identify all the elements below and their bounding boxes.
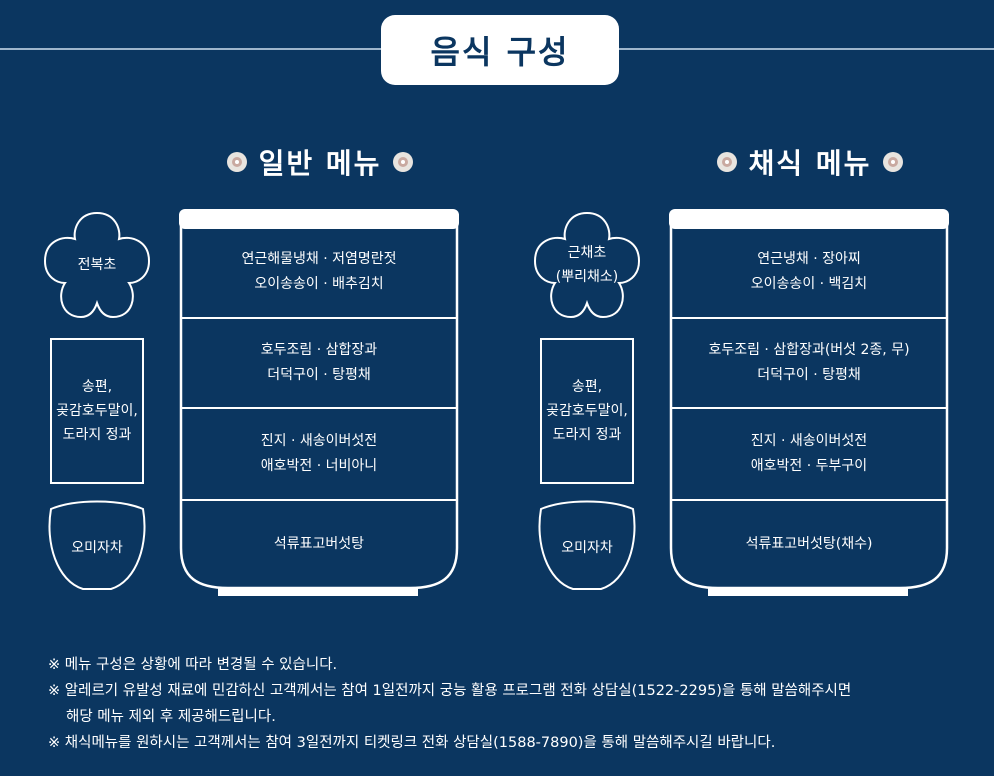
vegetarian-bowl-outline — [669, 209, 949, 596]
menu-line: 호두조림 · 삼합장과(버섯 2종, 무) — [708, 342, 910, 358]
vegetarian-box-line: 도라지 정과 — [552, 427, 622, 443]
menu-line: 석류표고버섯탕 — [273, 535, 365, 552]
vegetarian-menu-heading: 채식 메뉴 — [670, 140, 950, 184]
general-cup-item: 오미자차 — [45, 505, 149, 591]
general-box-item: 송편, 곶감호두말이, 도라지 정과 — [50, 338, 144, 484]
menu-line: 애호박전 · 두부구이 — [750, 458, 868, 474]
flower-icon — [393, 152, 414, 172]
vegetarian-tier-3: 진지 · 새송이버섯전 애호박전 · 두부구이 — [671, 408, 947, 500]
menu-line: 호두조림 · 삼합장과 — [260, 342, 378, 358]
notice-item: ※ 채식메뉴를 원하시는 고객께서는 참여 3일전까지 티켓링크 전화 상담실(… — [48, 735, 776, 751]
general-box-line: 송편, — [81, 379, 113, 395]
notice-list: ※ 메뉴 구성은 상황에 따라 변경될 수 있습니다. ※ 알레르기 유발성 재… — [48, 652, 948, 756]
vegetarian-box-item: 송편, 곶감호두말이, 도라지 정과 — [540, 338, 634, 484]
menu-line: 연근냉채 · 장아찌 — [757, 251, 861, 267]
vegetarian-cup-item: 오미자차 — [535, 505, 639, 591]
general-box-line: 곶감호두말이, — [56, 403, 138, 419]
general-tier-2: 호두조림 · 삼합장과 더덕구이 · 탕평채 — [181, 318, 457, 408]
flower-plate-icon — [533, 211, 641, 319]
vegetarian-box-line: 송편, — [571, 379, 603, 395]
flower-plate-icon — [43, 211, 151, 319]
title-badge: 음식 구성 — [381, 15, 619, 85]
menu-line: 더덕구이 · 탕평채 — [267, 367, 371, 383]
general-cup-label: 오미자차 — [71, 540, 123, 556]
notice-item: 해당 메뉴 제외 후 제공해드립니다. — [66, 709, 276, 725]
notice-item: ※ 메뉴 구성은 상황에 따라 변경될 수 있습니다. — [48, 657, 338, 673]
flower-icon — [716, 152, 737, 172]
vegetarian-box-line: 곶감호두말이, — [546, 403, 628, 419]
menu-line: 더덕구이 · 탕평채 — [757, 367, 861, 383]
vegetarian-flower-label-2: (뿌리채소) — [555, 269, 619, 285]
vegetarian-tier-1: 연근냉채 · 장아찌 오이송송이 · 백김치 — [671, 226, 947, 318]
page-title: 음식 구성 — [430, 33, 570, 71]
general-tier-3: 진지 · 새송이버섯전 애호박전 · 너비아니 — [181, 408, 457, 500]
general-menu-heading: 일반 메뉴 — [180, 140, 460, 184]
vegetarian-flower-item: 근채초 (뿌리채소) — [527, 205, 647, 325]
menu-line: 진지 · 새송이버섯전 — [260, 433, 378, 449]
menu-line: 진지 · 새송이버섯전 — [750, 433, 868, 449]
menu-line: 오이송송이 · 배추김치 — [254, 276, 384, 292]
general-tier-1: 연근해물냉채 · 저염명란젓 오이송송이 · 배추김치 — [181, 226, 457, 318]
vegetarian-menu-title: 채식 메뉴 — [748, 147, 872, 180]
flower-icon — [226, 152, 247, 172]
flower-icon — [883, 152, 904, 172]
general-box-line: 도라지 정과 — [62, 427, 132, 443]
menu-line: 석류표고버섯탕(채수) — [745, 535, 873, 552]
header-rule-right — [618, 48, 994, 50]
menu-line: 오이송송이 · 백김치 — [750, 276, 868, 292]
menu-line: 애호박전 · 너비아니 — [260, 458, 378, 474]
header-rule-left — [0, 48, 382, 50]
general-tier-4: 석류표고버섯탕 — [181, 500, 457, 588]
notice-item: ※ 알레르기 유발성 재료에 민감하신 고객께서는 참여 1일전까지 궁능 활용… — [48, 683, 852, 699]
general-menu-title: 일반 메뉴 — [258, 147, 382, 180]
vegetarian-cup-label: 오미자차 — [561, 540, 613, 556]
tea-cup-icon — [48, 500, 146, 590]
menu-line: 연근해물냉채 · 저염명란젓 — [241, 251, 397, 267]
general-bowl-outline — [179, 209, 459, 596]
general-flower-label: 전복초 — [77, 257, 117, 273]
vegetarian-tier-2: 호두조림 · 삼합장과(버섯 2종, 무) 더덕구이 · 탕평채 — [671, 318, 947, 408]
tea-cup-icon — [538, 500, 636, 590]
general-flower-item: 전복초 — [37, 205, 157, 325]
vegetarian-tier-4: 석류표고버섯탕(채수) — [671, 500, 947, 588]
vegetarian-flower-label-1: 근채초 — [567, 245, 607, 261]
